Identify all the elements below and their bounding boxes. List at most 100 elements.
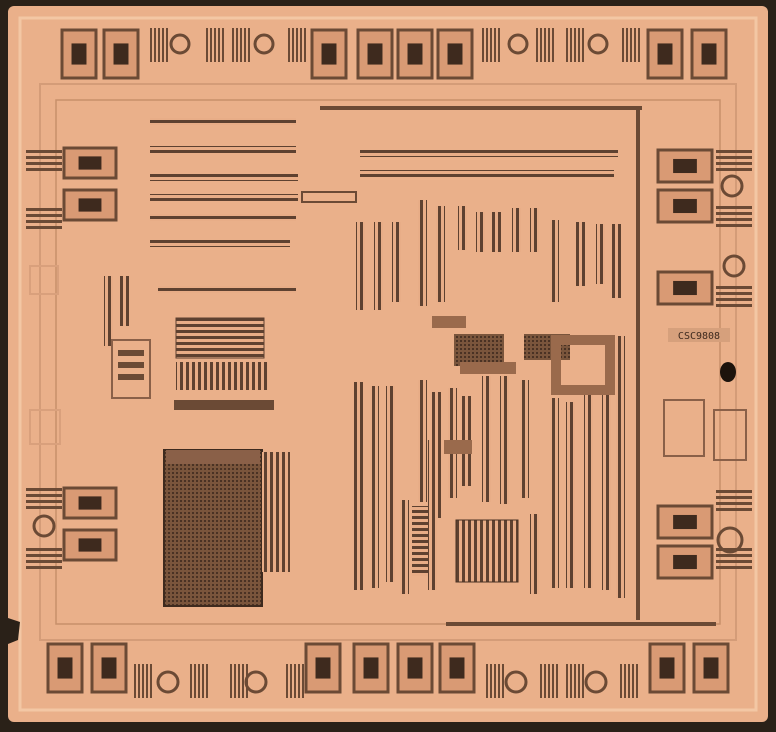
- esd-finger: [248, 28, 250, 62]
- guard-ring: [722, 254, 746, 278]
- standard-cell-column: [458, 206, 467, 250]
- esd-finger: [244, 28, 246, 62]
- esd-finger: [716, 554, 752, 557]
- standard-cell-row: [360, 170, 614, 177]
- standard-cell-column: [370, 386, 379, 588]
- esd-finger: [570, 28, 572, 62]
- standard-cell-column: [418, 200, 427, 306]
- esd-finger: [26, 494, 62, 497]
- bond-pad-core: [701, 43, 717, 65]
- esd-finger: [716, 212, 752, 215]
- esd-finger: [214, 28, 216, 62]
- esd-finger: [574, 28, 576, 62]
- standard-cell-column: [616, 336, 625, 598]
- power-ring-inner: [55, 99, 721, 625]
- bond-pad-core: [673, 158, 697, 174]
- central-logic-block: [454, 334, 504, 366]
- esd-finger: [548, 28, 550, 62]
- esd-finger: [292, 28, 294, 62]
- standard-cell-column: [386, 386, 395, 582]
- esd-finger: [26, 560, 62, 563]
- guard-ring: [507, 33, 529, 55]
- esd-finger: [716, 502, 752, 505]
- esd-finger: [290, 664, 292, 698]
- guard-ring: [504, 670, 528, 694]
- standard-cell-column: [392, 222, 401, 302]
- esd-finger: [490, 28, 492, 62]
- esd-finger: [158, 28, 160, 62]
- esd-finger: [190, 664, 192, 698]
- esd-finger: [716, 168, 752, 171]
- esd-finger: [570, 664, 572, 698]
- esd-finger: [304, 28, 306, 62]
- right-bus: [636, 110, 640, 620]
- esd-finger: [26, 162, 62, 165]
- bias-cell: [111, 339, 151, 399]
- esd-finger: [236, 28, 238, 62]
- esd-finger: [146, 664, 148, 698]
- power-ring-outer: [39, 83, 737, 641]
- standard-cell-row: [150, 174, 298, 181]
- esd-finger: [288, 28, 290, 62]
- esd-finger: [26, 226, 62, 229]
- bond-pad-core: [673, 514, 697, 530]
- esd-finger: [636, 664, 638, 698]
- esd-finger: [544, 28, 546, 62]
- esd-finger: [486, 664, 488, 698]
- memory-decoder: [262, 452, 290, 572]
- standard-cell-row: [150, 146, 296, 153]
- standard-cell-column: [120, 276, 129, 326]
- lower-logic-array: [455, 519, 519, 583]
- esd-finger: [150, 664, 152, 698]
- esd-finger: [716, 206, 752, 209]
- esd-finger: [298, 664, 300, 698]
- esd-finger: [716, 218, 752, 221]
- standard-cell-column: [418, 380, 427, 502]
- die-marking: CSC9808: [678, 331, 720, 342]
- esd-finger: [238, 664, 240, 698]
- esd-finger: [716, 496, 752, 499]
- standard-cell-column: [500, 376, 509, 504]
- esd-finger: [502, 664, 504, 698]
- esd-finger: [578, 28, 580, 62]
- bottom-bus: [446, 622, 716, 626]
- bond-pad-core: [78, 156, 102, 170]
- bond-pad-core: [407, 43, 423, 65]
- esd-finger: [716, 292, 752, 295]
- standard-cell-column: [476, 212, 485, 252]
- standard-cell-column: [492, 212, 501, 252]
- sense-cell: [663, 399, 705, 457]
- esd-finger: [202, 664, 204, 698]
- standard-cell-row: [360, 150, 618, 157]
- test-pad: [29, 265, 59, 295]
- esd-finger: [716, 560, 752, 563]
- logic-row-blocks: [150, 118, 618, 293]
- esd-finger: [716, 286, 752, 289]
- bond-pad: [62, 486, 118, 520]
- esd-finger: [242, 664, 244, 698]
- trace-loop: [551, 335, 615, 395]
- guard-ring: [587, 33, 609, 55]
- standard-cell-column: [576, 222, 585, 286]
- seal-ring: [18, 16, 758, 712]
- esd-finger: [296, 28, 298, 62]
- esd-finger: [26, 554, 62, 557]
- standard-cell-row: [150, 240, 290, 247]
- esd-finger: [574, 664, 576, 698]
- esd-finger: [632, 664, 634, 698]
- esd-finger: [634, 28, 636, 62]
- esd-finger: [26, 548, 62, 551]
- esd-finger: [716, 548, 752, 551]
- esd-finger: [578, 664, 580, 698]
- standard-cell-column: [104, 276, 113, 346]
- bond-pad-core: [71, 43, 87, 65]
- esd-finger: [540, 28, 542, 62]
- esd-finger: [162, 28, 164, 62]
- esd-finger: [294, 664, 296, 698]
- esd-finger: [222, 28, 224, 62]
- esd-finger: [210, 28, 212, 62]
- standard-cell-column: [530, 208, 539, 252]
- standard-cell-column: [584, 392, 593, 588]
- esd-finger: [494, 664, 496, 698]
